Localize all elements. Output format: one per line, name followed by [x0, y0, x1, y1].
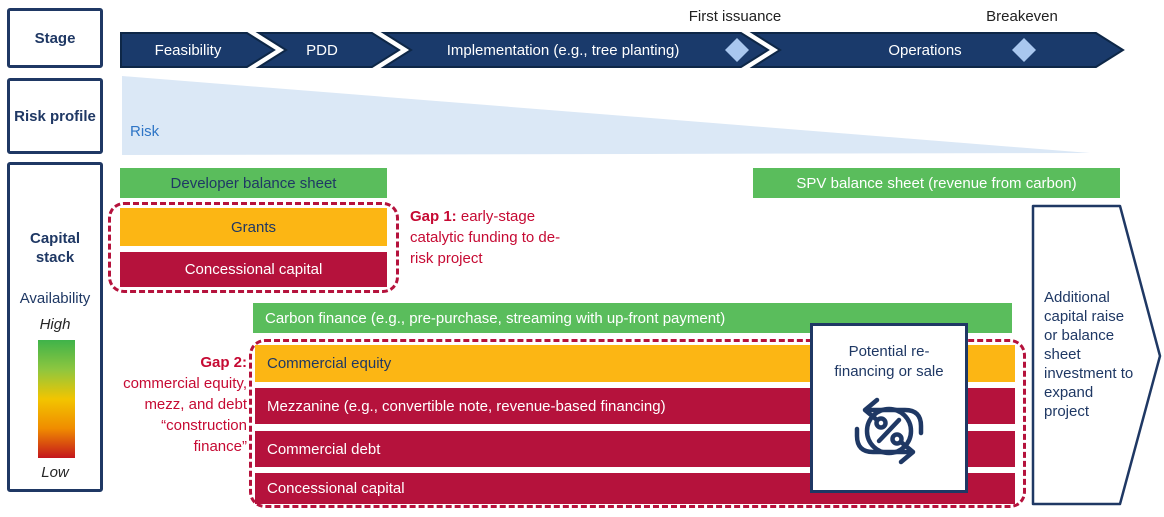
gap2-text: commercial equity, mezz, and debt “const…: [123, 375, 247, 455]
milestone-breakeven-label: Breakeven: [986, 8, 1058, 25]
grants-bar: Grants: [120, 208, 387, 246]
gap2-note: Gap 2: commercial equity, mezz, and debt …: [108, 352, 247, 457]
risk-profile-rail-label: Risk profile: [14, 107, 96, 125]
availability-label: Availability: [19, 290, 91, 307]
stage-label-feasibility: Feasibility: [155, 42, 222, 59]
first-issuance-diamond-icon: [725, 38, 749, 62]
stage-rail-box: Stage: [7, 8, 103, 68]
spv-balance-sheet-bar: SPV balance sheet (revenue from carbon): [753, 168, 1120, 198]
stage-label-operations: Operations: [888, 42, 961, 59]
stage-chevron-implementation: [380, 32, 770, 68]
stage-label-pdd: PDD: [306, 42, 338, 59]
stage-chevron-pdd: [255, 32, 401, 68]
risk-label: Risk: [130, 123, 160, 140]
capital-stack-rail-box: Capital stack Availability High Low: [7, 162, 103, 492]
expansion-arrow-shape: [1031, 204, 1162, 506]
developer-balance-sheet-bar: Developer balance sheet: [120, 168, 387, 198]
availability-high-label: High: [39, 316, 71, 333]
stage-label-implementation: Implementation (e.g., tree planting): [447, 42, 680, 59]
gap1-label: Gap 1:: [410, 208, 457, 225]
availability-low-label: Low: [41, 464, 69, 481]
gap2-dashed-outline: [249, 339, 1026, 508]
expansion-arrow-text: Additional capital raise or balance shee…: [1044, 289, 1134, 420]
breakeven-diamond-icon: [1012, 38, 1036, 62]
gap1-dashed-outline: [108, 202, 399, 293]
refinancing-text: Potential re-financing or sale: [834, 343, 944, 380]
capital-stack-rail-label: Capital stack: [29, 230, 80, 266]
stage-chevron-operations: [749, 32, 1125, 68]
gap1-text: early-stage catalytic funding to de-risk…: [410, 208, 561, 267]
gap2-label: Gap 2:: [200, 354, 247, 371]
gap1-note: Gap 1: early-stage catalytic funding to …: [410, 206, 582, 269]
concessional-capital-bar-early: Concessional capital: [120, 252, 387, 287]
stage-timeline-chevrons: Feasibility PDD Implementation (e.g., tr…: [120, 32, 1125, 68]
risk-wedge: [122, 76, 1090, 155]
stage-rail-label: Stage: [34, 29, 76, 47]
refinancing-box: Potential re-financing or sale: [810, 323, 968, 493]
risk-profile-rail-box: Risk profile: [7, 78, 103, 154]
milestone-first-issuance-label: First issuance: [688, 8, 782, 25]
availability-gradient-bar: [38, 340, 75, 458]
stage-chevron-feasibility: [120, 32, 276, 68]
refinancing-percent-icon: [854, 397, 924, 465]
risk-wedge-shape: [122, 76, 1090, 155]
